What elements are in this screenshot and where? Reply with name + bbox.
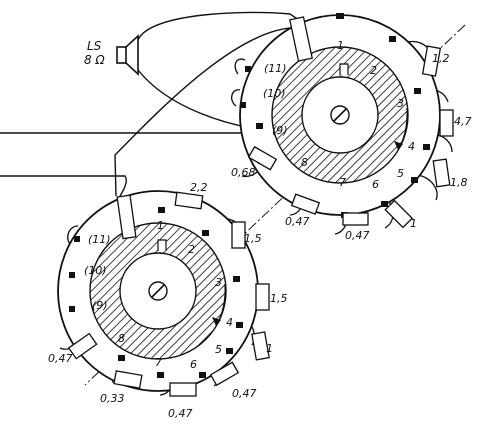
upper-contact-3: 3 xyxy=(397,97,404,110)
upper-contact-4: 4 xyxy=(408,140,415,153)
lower-contact-5: 5 xyxy=(215,343,222,356)
upper-contact-11: (11) xyxy=(264,62,287,75)
upper-rotary-switch: 1 2 3 4 5 6 7 8 (11) (10) (9) 1,2 4,7 1,… xyxy=(230,13,472,242)
wiring xyxy=(0,11,303,197)
lower-contact-10: (10) xyxy=(84,264,107,277)
lower-contact-9: (9) xyxy=(92,299,108,312)
speaker-impedance: 8 Ω xyxy=(84,53,105,67)
lower-contact-3: 3 xyxy=(215,276,222,289)
lower-contact-1: 1 xyxy=(157,219,164,232)
upper-resistor-value: 0,68 xyxy=(231,166,256,179)
lower-resistors xyxy=(67,191,270,397)
upper-contact-6: 6 xyxy=(372,178,379,191)
lower-resistor-value: 1 xyxy=(266,342,273,355)
lower-resistor-value: 0,33 xyxy=(100,392,125,405)
upper-resistor-value: 4,7 xyxy=(454,115,472,128)
lower-resistor-value: 1,5 xyxy=(270,292,288,305)
upper-resistor-value: 1 xyxy=(410,217,417,230)
upper-resistor-value: 0,47 xyxy=(285,215,310,228)
upper-resistor-value: 1,8 xyxy=(450,176,468,189)
lower-resistor-value: 0,47 xyxy=(232,387,257,400)
lower-contact-6: 6 xyxy=(190,358,197,371)
lower-contact-2: 2 xyxy=(188,243,195,256)
lower-resistor-value: 0,47 xyxy=(168,407,193,420)
lower-contact-11: (11) xyxy=(88,233,111,246)
lower-resistor-value: 1,5 xyxy=(244,232,262,245)
loudspeaker-icon xyxy=(116,34,139,76)
upper-contact-2: 2 xyxy=(370,64,377,77)
lower-rotary-switch: 1 2 3 4 5 6 7 8 (11) (10) (9) 2,2 1,5 1,… xyxy=(48,181,288,420)
lower-resistor-value: 2,2 xyxy=(190,181,208,194)
lower-contact-7: 7 xyxy=(155,356,162,369)
upper-resistor-value: 0,47 xyxy=(345,229,370,242)
upper-contact-10: (10) xyxy=(263,87,286,100)
speaker-label: LS xyxy=(87,39,102,53)
lower-resistor-value: 0,47 xyxy=(48,352,73,365)
lower-contact-4: 4 xyxy=(226,316,233,329)
lower-contacts xyxy=(69,207,243,378)
upper-contact-5: 5 xyxy=(397,167,404,180)
upper-contact-7: 7 xyxy=(339,176,346,189)
upper-contact-1: 1 xyxy=(337,39,344,52)
upper-contact-9: (9) xyxy=(272,124,288,137)
upper-contact-8: 8 xyxy=(301,156,308,169)
upper-resistor-value: 1,2 xyxy=(432,52,450,65)
lower-contact-8: 8 xyxy=(118,332,125,345)
upper-resistors xyxy=(247,16,454,229)
